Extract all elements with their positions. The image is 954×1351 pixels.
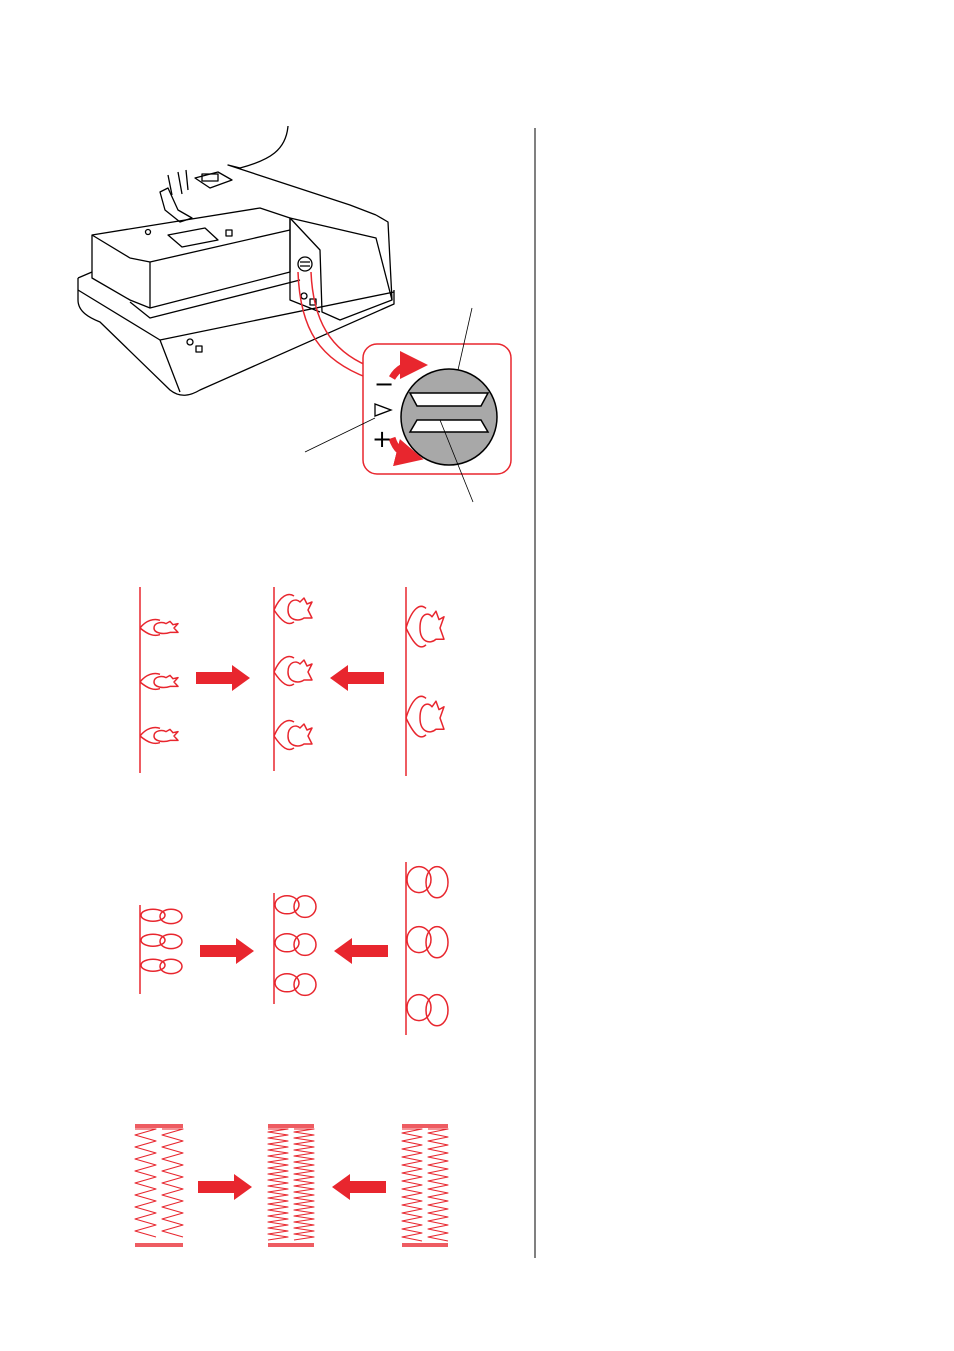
sewing-machine-illustration — [78, 126, 394, 395]
stitch-bubbles-balanced — [274, 893, 316, 1004]
stitch-patterns — [135, 587, 448, 1246]
stitch-buttonhole-balanced — [268, 1125, 314, 1246]
stitch-tulip-balanced — [274, 587, 312, 771]
plus-sign: + — [372, 425, 392, 453]
stitch-bubbles-compressed — [140, 905, 182, 994]
stitch-tulip-stretched — [406, 587, 444, 776]
stitch-tulip-compressed — [140, 587, 178, 773]
stitch-bubbles-stretched — [406, 862, 448, 1035]
arrow-left-icon — [330, 665, 384, 691]
arrow-right-icon — [198, 1174, 252, 1200]
stitch-buttonhole-compressed — [135, 1125, 183, 1246]
arrow-right-icon — [196, 665, 250, 691]
arrow-right-icon — [200, 938, 254, 964]
arrow-left-icon — [332, 1174, 386, 1200]
stitch-buttonhole-stretched — [402, 1125, 448, 1246]
arrow-left-icon — [334, 938, 388, 964]
feed-balance-dial[interactable] — [401, 369, 497, 465]
minus-sign: − — [374, 370, 394, 398]
